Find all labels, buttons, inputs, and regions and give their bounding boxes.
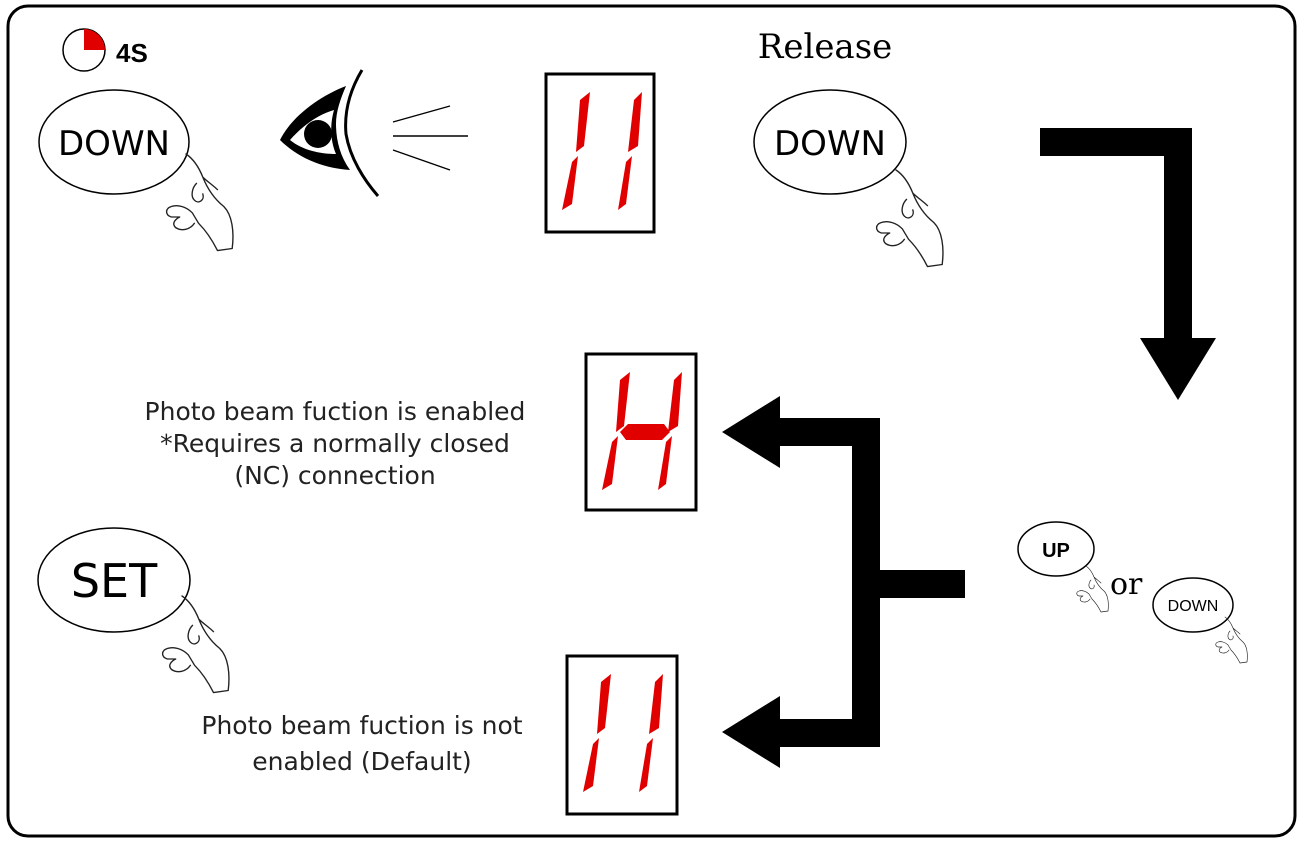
step1-down-button: DOWN: [38, 89, 190, 195]
or-label: or: [1110, 567, 1143, 602]
flow-arrow-down: [1040, 128, 1216, 400]
step2-down-button: DOWN: [753, 89, 907, 195]
timer-label: 4S: [116, 38, 148, 68]
eye-icon: [280, 69, 468, 197]
disabled-caption-line2: enabled (Default): [252, 747, 471, 776]
disabled-caption-line1: Photo beam fuction is not: [201, 711, 522, 740]
release-title: Release: [758, 27, 893, 67]
step2-button-label: DOWN: [774, 124, 886, 164]
up-button: UP: [1017, 521, 1095, 577]
enabled-caption-line3: (NC) connection: [234, 461, 435, 490]
up-button-label: UP: [1042, 540, 1070, 562]
enabled-caption-line1: Photo beam fuction is enabled: [145, 397, 526, 426]
set-button-label: SET: [71, 554, 158, 608]
step1-button-label: DOWN: [58, 124, 170, 164]
display-disabled: [565, 654, 679, 816]
display-idle: [544, 72, 656, 234]
display-enabled: [584, 352, 698, 512]
set-button: SET: [37, 527, 191, 633]
down-button-small-label: DOWN: [1168, 598, 1219, 615]
down-button-small: DOWN: [1152, 577, 1234, 633]
enabled-caption-line2: *Requires a normally closed: [160, 429, 510, 458]
timer-icon: [62, 28, 106, 72]
flow-arrow-split: [722, 396, 965, 768]
